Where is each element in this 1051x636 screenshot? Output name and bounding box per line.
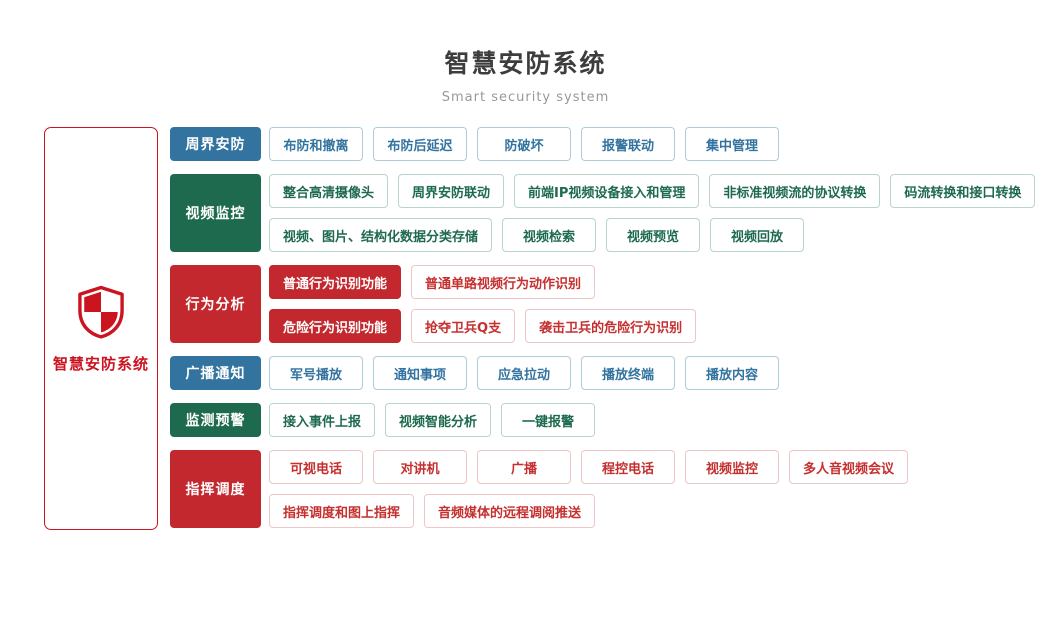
brand-panel: 智慧安防系统 [44, 127, 158, 530]
feature-item[interactable]: 前端IP视频设备接入和管理 [514, 174, 700, 208]
category-label-command-dispatch[interactable]: 指挥调度 [170, 450, 261, 528]
feature-item[interactable]: 通知事项 [373, 356, 467, 390]
feature-row-broadcast-notification: 广播通知军号播放通知事项应急拉动播放终端播放内容 [170, 356, 779, 390]
feature-item[interactable]: 整合高清摄像头 [269, 174, 389, 208]
feature-item[interactable]: 集中管理 [685, 127, 779, 161]
feature-item[interactable]: 视频智能分析 [385, 403, 492, 437]
feature-item[interactable]: 抢夺卫兵Q支 [411, 309, 516, 343]
feature-row-perimeter-security: 周界安防布防和撤离布防后延迟防破坏报警联动集中管理 [170, 127, 779, 161]
feature-line: 布防和撤离布防后延迟防破坏报警联动集中管理 [269, 127, 779, 161]
feature-line: 指挥调度和图上指挥音频媒体的远程调阅推送 [269, 494, 908, 528]
feature-line: 整合高清摄像头周界安防联动前端IP视频设备接入和管理非标准视频流的协议转换码流转… [269, 174, 1036, 208]
feature-item[interactable]: 布防后延迟 [373, 127, 467, 161]
feature-row-behavior-analysis: 行为分析普通行为识别功能普通单路视频行为动作识别危险行为识别功能抢夺卫兵Q支袭击… [170, 265, 697, 343]
feature-item[interactable]: 接入事件上报 [269, 403, 376, 437]
feature-item[interactable]: 普通单路视频行为动作识别 [411, 265, 596, 299]
feature-item[interactable]: 军号播放 [269, 356, 363, 390]
feature-line: 危险行为识别功能抢夺卫兵Q支袭击卫兵的危险行为识别 [269, 309, 697, 343]
category-label-behavior-analysis[interactable]: 行为分析 [170, 265, 261, 343]
feature-item[interactable]: 多人音视频会议 [789, 450, 909, 484]
feature-line: 军号播放通知事项应急拉动播放终端播放内容 [269, 356, 779, 390]
feature-item[interactable]: 可视电话 [269, 450, 363, 484]
feature-lines-perimeter-security: 布防和撤离布防后延迟防破坏报警联动集中管理 [269, 127, 779, 161]
feature-item[interactable]: 一键报警 [501, 403, 596, 437]
feature-line: 接入事件上报视频智能分析一键报警 [269, 403, 596, 437]
category-label-video-surveillance[interactable]: 视频监控 [170, 174, 261, 252]
feature-line: 普通行为识别功能普通单路视频行为动作识别 [269, 265, 696, 299]
feature-item[interactable]: 防破坏 [477, 127, 571, 161]
feature-item[interactable]: 袭击卫兵的危险行为识别 [525, 309, 697, 343]
feature-lines-behavior-analysis: 普通行为识别功能普通单路视频行为动作识别危险行为识别功能抢夺卫兵Q支袭击卫兵的危… [269, 265, 697, 343]
feature-row-monitoring-warning: 监测预警接入事件上报视频智能分析一键报警 [170, 403, 596, 437]
feature-item[interactable]: 视频检索 [502, 218, 597, 252]
feature-item[interactable]: 音频媒体的远程调阅推送 [424, 494, 596, 528]
feature-item[interactable]: 视频预览 [606, 218, 701, 252]
feature-item[interactable]: 程控电话 [581, 450, 675, 484]
category-label-broadcast-notification[interactable]: 广播通知 [170, 356, 261, 390]
feature-item[interactable]: 危险行为识别功能 [269, 309, 402, 343]
page-subtitle: Smart security system [441, 90, 610, 105]
feature-item[interactable]: 非标准视频流的协议转换 [709, 174, 881, 208]
feature-line: 可视电话对讲机广播程控电话视频监控多人音视频会议 [269, 450, 909, 484]
brand-label: 智慧安防系统 [52, 355, 149, 373]
category-label-perimeter-security[interactable]: 周界安防 [170, 127, 261, 161]
shield-icon [78, 285, 124, 339]
feature-lines-monitoring-warning: 接入事件上报视频智能分析一键报警 [269, 403, 596, 437]
feature-lines-broadcast-notification: 军号播放通知事项应急拉动播放终端播放内容 [269, 356, 779, 390]
feature-row-command-dispatch: 指挥调度可视电话对讲机广播程控电话视频监控多人音视频会议指挥调度和图上指挥音频媒… [170, 450, 909, 528]
feature-line: 视频、图片、结构化数据分类存储视频检索视频预览视频回放 [269, 218, 1035, 252]
feature-item[interactable]: 应急拉动 [477, 356, 571, 390]
feature-item[interactable]: 普通行为识别功能 [269, 265, 402, 299]
feature-item[interactable]: 指挥调度和图上指挥 [269, 494, 415, 528]
feature-item[interactable]: 广播 [477, 450, 571, 484]
category-label-monitoring-warning[interactable]: 监测预警 [170, 403, 261, 437]
feature-item[interactable]: 报警联动 [581, 127, 675, 161]
page-header: 智慧安防系统 Smart security system [0, 44, 1051, 105]
feature-item[interactable]: 视频回放 [710, 218, 805, 252]
category-rows: 周界安防布防和撤离布防后延迟防破坏报警联动集中管理视频监控整合高清摄像头周界安防… [170, 127, 1036, 528]
feature-item[interactable]: 视频监控 [685, 450, 779, 484]
feature-item[interactable]: 视频、图片、结构化数据分类存储 [269, 218, 493, 252]
feature-item[interactable]: 码流转换和接口转换 [890, 174, 1036, 208]
page-title: 智慧安防系统 [444, 49, 607, 78]
feature-lines-video-surveillance: 整合高清摄像头周界安防联动前端IP视频设备接入和管理非标准视频流的协议转换码流转… [269, 174, 1036, 252]
feature-item[interactable]: 对讲机 [373, 450, 467, 484]
feature-item[interactable]: 周界安防联动 [398, 174, 505, 208]
feature-item[interactable]: 播放终端 [581, 356, 675, 390]
feature-item[interactable]: 布防和撤离 [269, 127, 363, 161]
feature-lines-command-dispatch: 可视电话对讲机广播程控电话视频监控多人音视频会议指挥调度和图上指挥音频媒体的远程… [269, 450, 909, 528]
feature-row-video-surveillance: 视频监控整合高清摄像头周界安防联动前端IP视频设备接入和管理非标准视频流的协议转… [170, 174, 1036, 252]
feature-item[interactable]: 播放内容 [685, 356, 779, 390]
